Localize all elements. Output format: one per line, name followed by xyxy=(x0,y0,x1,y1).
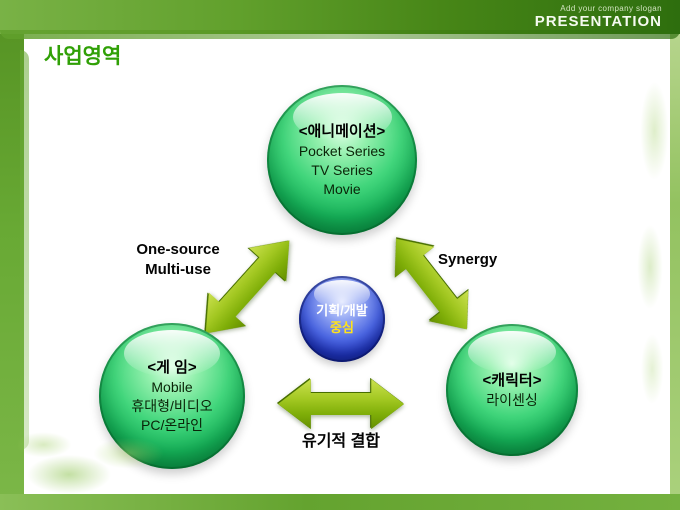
brand-logo-text: PRESENTATION xyxy=(534,13,662,30)
hub-line: 기획/개발 xyxy=(316,303,368,318)
leaf-decoration-right xyxy=(628,80,672,420)
node-animation: <애니메이션> Pocket Series TV Series Movie xyxy=(267,85,417,235)
slide-title: 사업영역 xyxy=(44,45,122,68)
node-animation-heading: <애니메이션> xyxy=(298,122,386,140)
left-border-band xyxy=(0,0,29,510)
hub-line: 중심 xyxy=(330,320,354,335)
label-one-source-multi-use: One-source Multi-use xyxy=(114,240,242,280)
node-game-line: Mobile xyxy=(151,378,193,395)
arrow-game-character xyxy=(278,379,404,429)
node-animation-line: Pocket Series xyxy=(298,142,386,159)
node-animation-line: Movie xyxy=(323,180,361,197)
company-slogan: Add your company slogan xyxy=(560,4,662,13)
label-organic-combination: 유기적 결합 xyxy=(301,433,381,450)
node-game-line: PC/온라인 xyxy=(141,416,203,433)
node-game: <게 임> Mobile 휴대형/비디오 PC/온라인 xyxy=(99,323,245,469)
right-border-band xyxy=(670,0,680,510)
top-border-band: Add your company slogan PRESENTATION xyxy=(0,0,680,39)
double-arrow-icon xyxy=(376,223,486,344)
double-arrow-icon xyxy=(278,379,404,429)
label-line: One-source xyxy=(136,241,220,258)
hub-node-planning: 기획/개발 중심 xyxy=(299,276,385,362)
arrow-animation-character xyxy=(376,223,486,344)
label-synergy: Synergy xyxy=(438,251,498,268)
node-character: <캐릭터> 라이센싱 xyxy=(446,324,578,456)
node-game-heading: <게 임> xyxy=(147,358,197,376)
node-character-line: 라이센싱 xyxy=(486,391,538,408)
label-line: Multi-use xyxy=(145,261,211,278)
node-animation-line: TV Series xyxy=(311,161,373,178)
node-game-line: 휴대형/비디오 xyxy=(131,397,213,414)
node-character-heading: <캐릭터> xyxy=(482,371,542,389)
bottom-border-band xyxy=(0,494,680,510)
